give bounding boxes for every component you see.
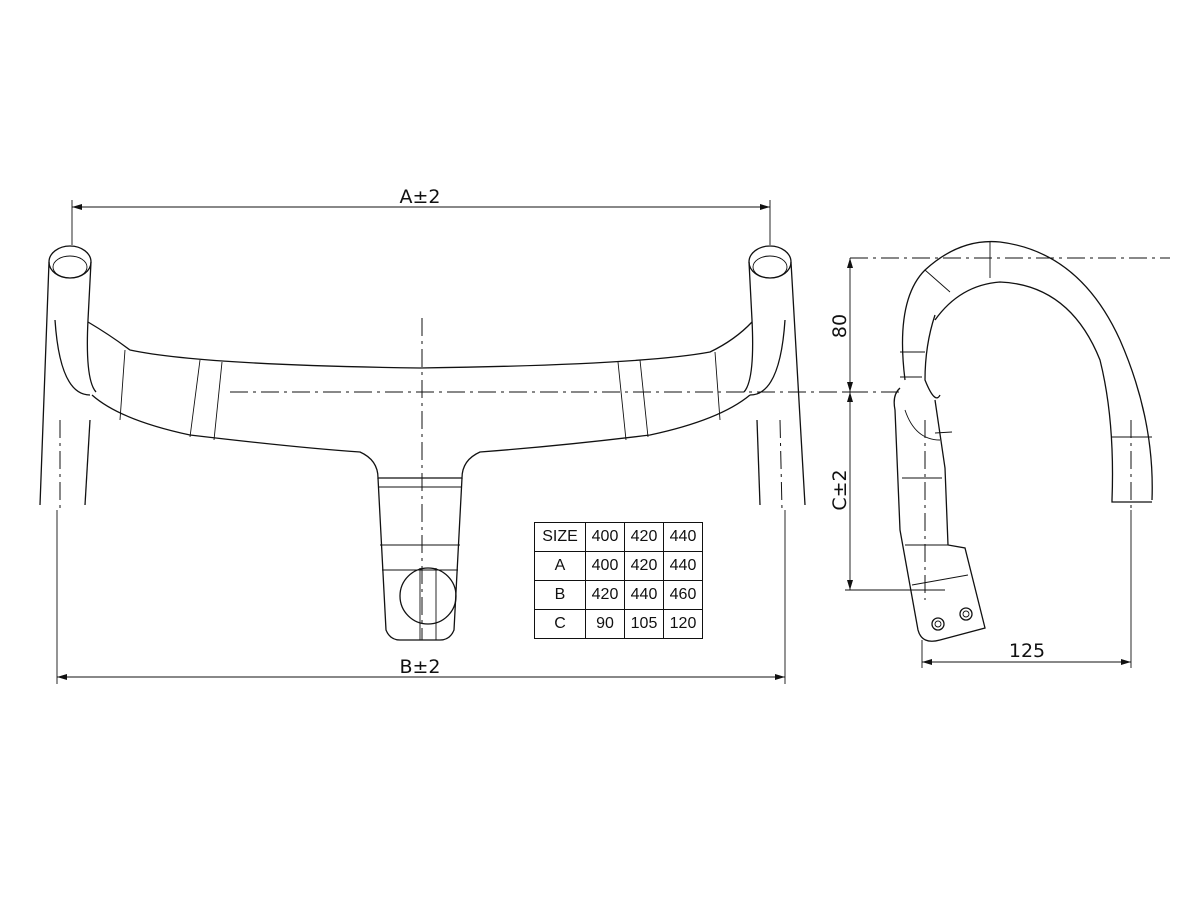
clamp-circle: [399, 567, 457, 625]
table-cell: B: [534, 580, 586, 610]
table-header-row: SIZE 400 420 440: [534, 522, 703, 552]
table-cell: 460: [663, 580, 703, 610]
table-cell: 420: [585, 580, 625, 610]
table-cell: 420: [624, 551, 664, 581]
table-row: A 400 420 440: [534, 551, 703, 581]
dimension-c-label: C±2: [829, 469, 851, 510]
side-view: [845, 240, 1170, 668]
table-cell: 400: [585, 551, 625, 581]
table-cell: C: [534, 609, 586, 639]
dimension-a-label: A±2: [399, 186, 440, 208]
table-cell: 440: [624, 580, 664, 610]
table-cell: 400: [585, 522, 625, 552]
table-cell: 420: [624, 522, 664, 552]
table-cell: 90: [585, 609, 625, 639]
table-row: C 90 105 120: [534, 609, 703, 639]
drop-width-label: 125: [1009, 640, 1045, 662]
dimension-b-label: B±2: [399, 656, 440, 678]
table-cell: 440: [663, 522, 703, 552]
size-table: SIZE 400 420 440 A 400 420 440 B 420 440…: [534, 522, 703, 639]
table-cell: SIZE: [534, 522, 586, 552]
table-cell: 440: [663, 551, 703, 581]
table-cell: A: [534, 551, 586, 581]
table-cell: 120: [663, 609, 703, 639]
front-view: [39, 200, 900, 684]
reach-label: 80: [829, 314, 851, 338]
table-cell: 105: [624, 609, 664, 639]
table-row: B 420 440 460: [534, 580, 703, 610]
